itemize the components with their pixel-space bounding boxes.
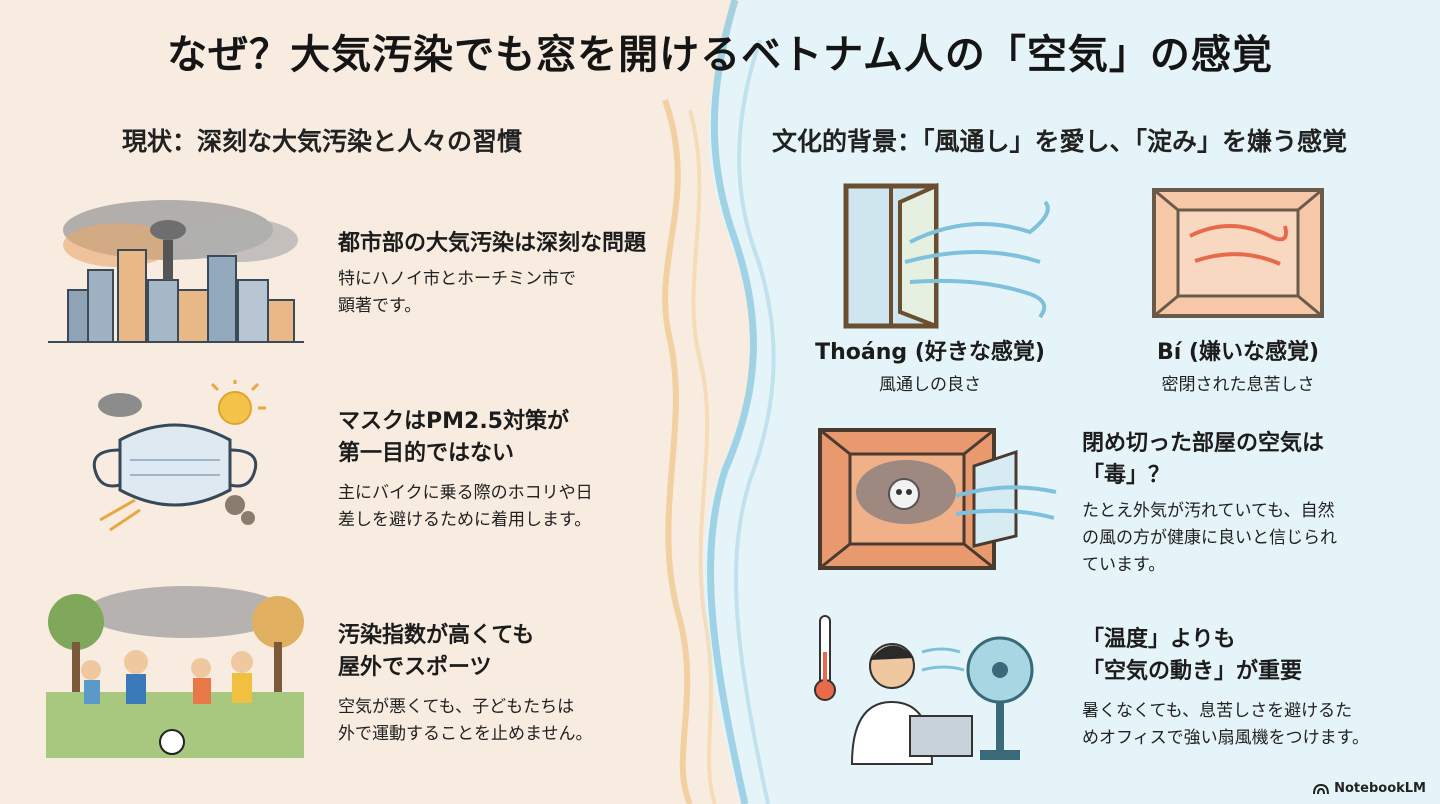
item-desc-mask-2: 差しを避けるために着用します。 [338, 510, 592, 530]
item-desc-air-pollution-2: 顕著です。 [338, 296, 422, 316]
page-title: なぜ？大気汚染でも窓を開けるベトナム人の「空気」の感覚 [167, 32, 1273, 78]
item-desc-sports-1: 空気が悪くても、子どもたちは [338, 697, 575, 717]
item-title-air-pollution: 都市部の大気汚染は深刻な問題 [338, 231, 647, 256]
concept-desc-bi: 密閉された息苦しさ [1161, 375, 1315, 395]
outdoor-sports-illustration [46, 586, 304, 758]
sealed-room-illustration [1152, 188, 1324, 318]
item-desc-fan-1: 暑くなくても、息苦しさを避けるた [1082, 701, 1353, 721]
item-desc-fan-2: めオフィスで強い扇風機をつけます。 [1082, 728, 1369, 748]
office-fan-illustration [814, 615, 1034, 765]
notebooklm-logo: NotebookLM [1313, 781, 1426, 796]
item-desc-air-pollution-1: 特にハノイ市とホーチミン市で [338, 269, 576, 289]
item-desc-closed-room-3: ています。 [1082, 555, 1166, 575]
item-desc-mask-1: 主にバイクに乗る際のホコリや日 [338, 483, 593, 503]
concept-desc-thoang: 風通しの良さ [879, 375, 981, 395]
city-pollution-illustration [48, 200, 304, 343]
item-desc-sports-2: 外で運動することを止めません。 [338, 724, 593, 744]
concept-title-thoang: Thoáng (好きな感覚) [815, 340, 1045, 365]
notebooklm-icon [1313, 783, 1330, 794]
toxic-closed-room-illustration [818, 428, 1057, 570]
item-title-mask-1: マスクはPM2.5対策が [338, 409, 569, 434]
right-heading: 文化的背景：「風通し」を愛し、「淀み」を嫌う感覚 [772, 127, 1348, 156]
left-heading: 現状：深刻な大気汚染と人々の習慣 [122, 127, 523, 156]
item-title-closed-room-2: 「毒」？ [1082, 463, 1171, 488]
item-desc-closed-room-1: たとえ外気が汚れていても、自然 [1082, 501, 1335, 521]
concept-title-bi: Bí (嫌いな感覚) [1156, 340, 1320, 365]
logo-text: NotebookLM [1334, 781, 1426, 796]
item-title-fan-2: 「空気の動き」が重要 [1082, 659, 1303, 684]
mask-illustration [92, 380, 266, 532]
item-title-sports-1: 汚染指数が高くても [338, 623, 535, 648]
open-window-wind-illustration [843, 182, 1050, 329]
item-title-sports-2: 屋外でスポーツ [338, 655, 492, 680]
item-title-mask-2: 第一目的ではない [338, 441, 515, 466]
item-desc-closed-room-2: の風の方が健康に良いと信じられ [1082, 528, 1337, 548]
item-title-closed-room-1: 閉め切った部屋の空気は [1082, 431, 1325, 456]
item-title-fan-1: 「温度」よりも [1082, 627, 1236, 652]
